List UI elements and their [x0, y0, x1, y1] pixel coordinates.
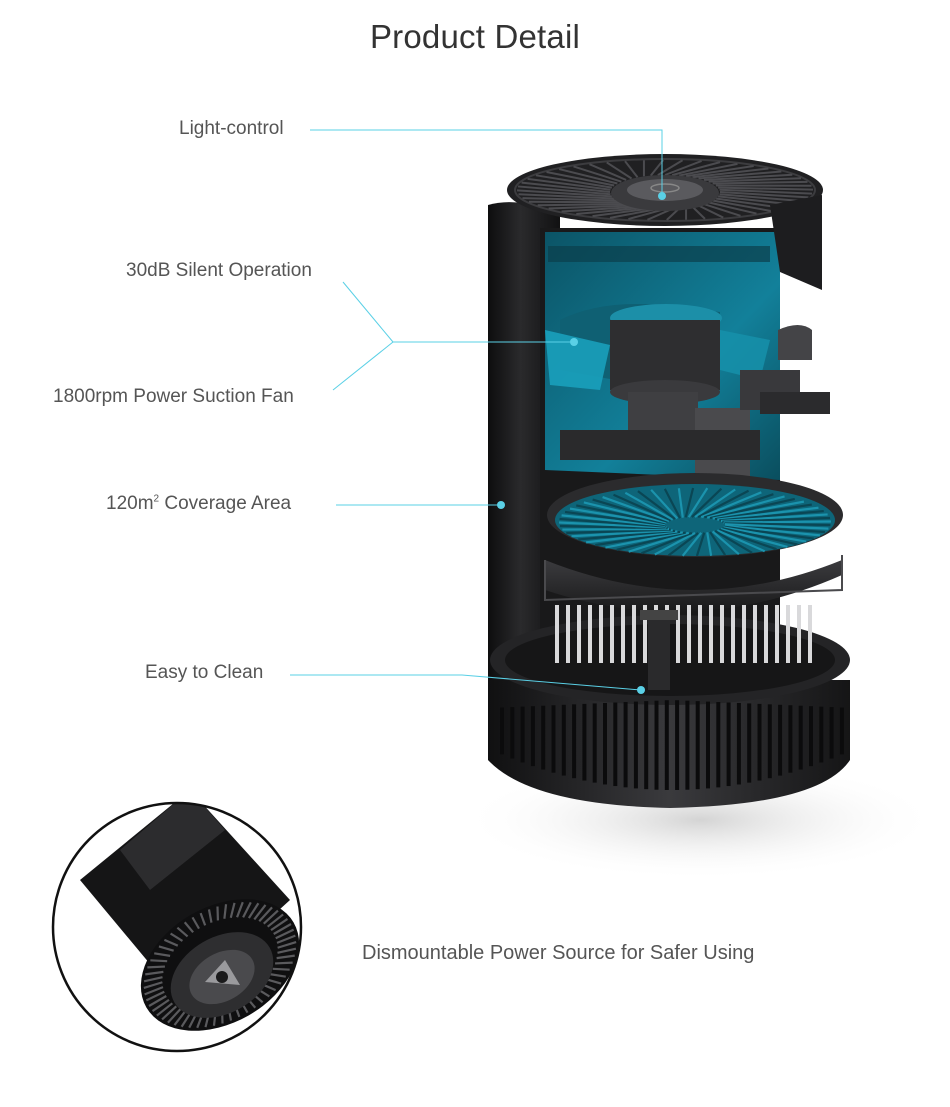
light-control-dot	[658, 192, 666, 200]
callout-silent-operation: 30dB Silent Operation	[126, 260, 312, 281]
lower-fan	[558, 487, 831, 557]
power-source-inset	[51, 801, 303, 1053]
callout-dots	[497, 192, 666, 694]
superscript-squared: 2	[153, 493, 160, 505]
clean-dot	[637, 686, 645, 694]
callout-lines	[290, 129, 663, 691]
inner-grille	[555, 605, 812, 663]
power-source-caption: Dismountable Power Source for Safer Usin…	[362, 942, 755, 964]
coverage-dot	[497, 501, 505, 509]
callout-easy-to-clean: Easy to Clean	[145, 662, 264, 683]
purifier-body	[488, 154, 850, 808]
page-title: Product Detail	[369, 18, 581, 55]
callout-light-control: Light-control	[179, 118, 284, 139]
callout-coverage-area: 120m2 Coverage Area	[106, 493, 292, 514]
fan-dot	[570, 338, 578, 346]
callout-suction-fan: 1800rpm Power Suction Fan	[53, 386, 294, 407]
base-vents	[500, 700, 844, 790]
